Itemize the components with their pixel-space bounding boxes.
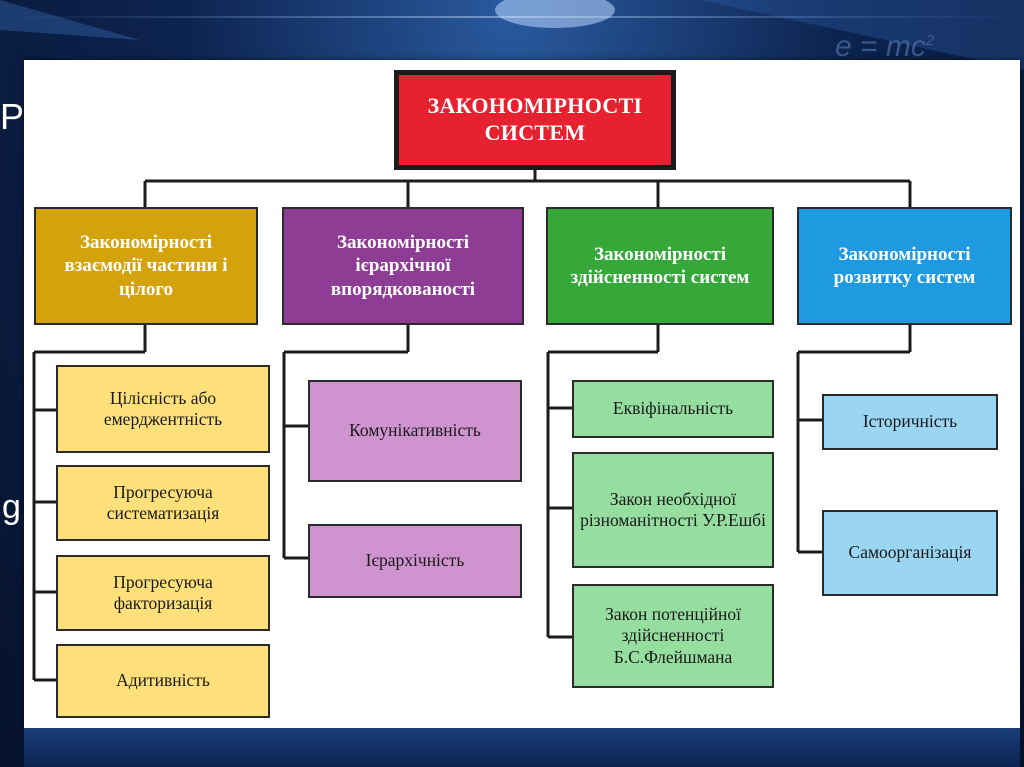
leaf-progressive-systematization: Прогресуюча систематизація bbox=[56, 465, 270, 541]
leaf-progressive-factorization: Прогресуюча факторизація bbox=[56, 555, 270, 631]
leaf-historicity: Історичність bbox=[822, 394, 998, 450]
leaf-additivity: Адитивність bbox=[56, 644, 270, 718]
root-node: ЗАКОНОМІРНОСТІ СИСТЕМ bbox=[394, 70, 676, 170]
leaf-integrity: Цілісність або емерджентність bbox=[56, 365, 270, 453]
leaf-ashby-law: Закон необхідної різноманітності У.Р.Ешб… bbox=[572, 452, 774, 568]
leaf-hierarchy: Ієрархічність bbox=[308, 524, 522, 598]
leaf-fleishman-law: Закон потенційної здійсненності Б.С.Флей… bbox=[572, 584, 774, 688]
leaf-communicativity: Комунікативність bbox=[308, 380, 522, 482]
leaf-self-organization: Самоорганізація bbox=[822, 510, 998, 596]
group-header-part-whole: Закономірності взаємодії частини і цілог… bbox=[34, 207, 258, 325]
group-header-feasibility: Закономірності здійсненності систем bbox=[546, 207, 774, 325]
group-header-development: Закономірності розвитку систем bbox=[797, 207, 1012, 325]
leaf-equifinality: Еквіфінальність bbox=[572, 380, 774, 438]
group-header-hierarchy: Закономірності ієрархічної впорядкованос… bbox=[282, 207, 524, 325]
